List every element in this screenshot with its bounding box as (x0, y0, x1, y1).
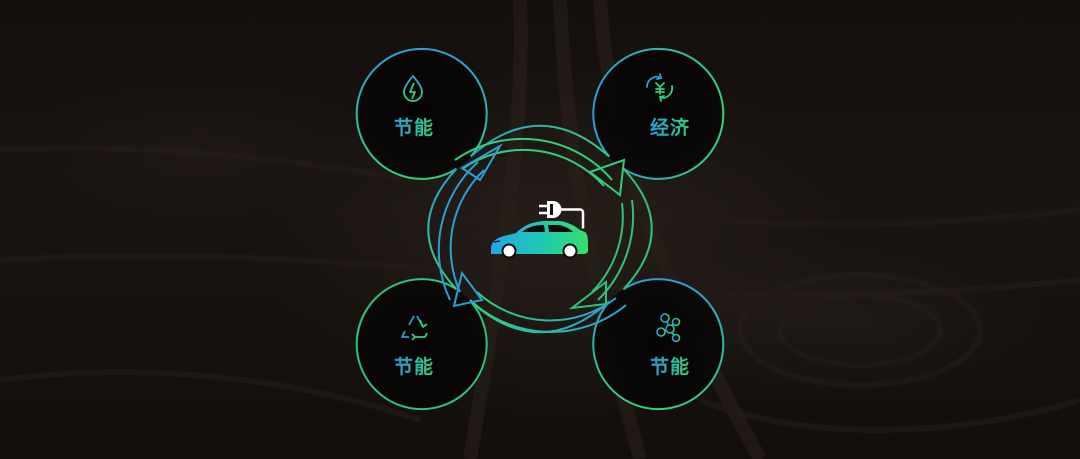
node-circle-fills (358, 48, 722, 410)
node-label-bottom-right: 节能 (650, 352, 690, 379)
node-circle-bottom-right-outline (592, 278, 725, 411)
cycle-arrow-left (437, 143, 503, 301)
node-label-bottom-left: 节能 (394, 352, 434, 379)
yuan-recycle-icon (646, 73, 674, 102)
cycle-arrow-top (454, 137, 626, 197)
cycle-arrow-right (568, 199, 635, 310)
ev-car-with-charging-plug-icon (491, 201, 588, 259)
node-label-top-right: 经济 (650, 113, 690, 140)
molecule-icon (656, 313, 681, 343)
node-circle-top-right-outline (592, 47, 725, 180)
node-label-top-left: 节能 (394, 113, 434, 140)
water-drop-lightning-icon (403, 75, 423, 102)
node-circle-top-left-outline (355, 47, 488, 180)
node-circle-bottom-left-outline (355, 278, 488, 411)
recycle-triangle-icon (401, 315, 428, 341)
